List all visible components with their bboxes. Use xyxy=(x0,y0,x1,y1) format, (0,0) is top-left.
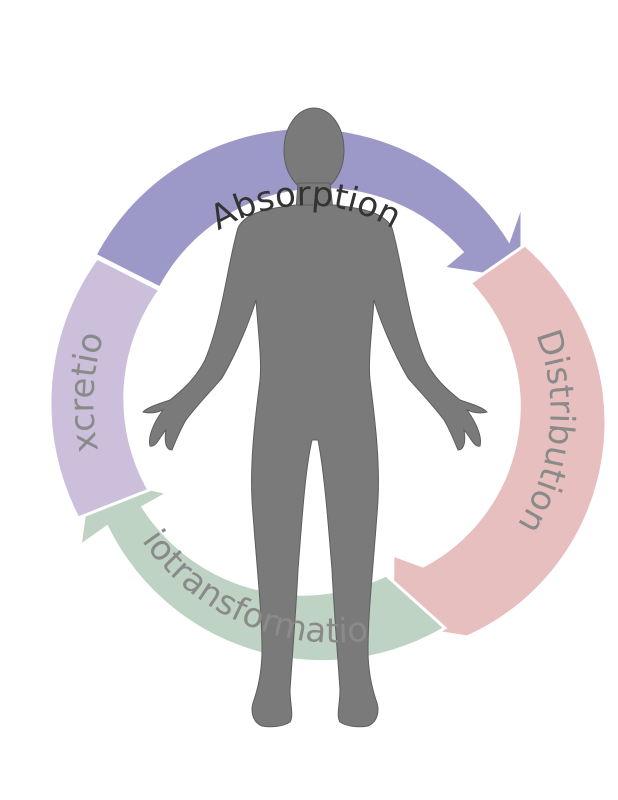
excretion-arrow xyxy=(48,256,163,520)
human-figure-icon xyxy=(142,107,488,728)
distribution-arrow xyxy=(390,243,608,639)
absorption-arrow xyxy=(92,126,524,291)
